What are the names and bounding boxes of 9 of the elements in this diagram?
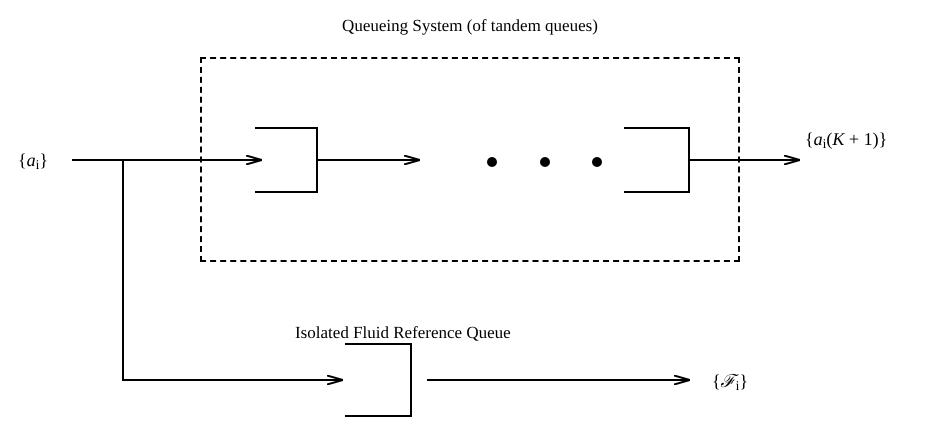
arrow bbox=[72, 159, 344, 386]
sequence-label: {ℱ$_{i}$} bbox=[712, 370, 748, 394]
arrow bbox=[427, 374, 691, 386]
queue-label: Isolated Fluid Reference Queue bbox=[295, 323, 511, 342]
arrow bbox=[318, 154, 421, 166]
sequence-label: {a$_{i}$(K + 1)} bbox=[805, 128, 888, 152]
system-title: Queueing System (of tandem queues) bbox=[342, 15, 598, 37]
sequence-label: {a$_{i}$} bbox=[18, 148, 48, 174]
arrow bbox=[690, 154, 801, 166]
